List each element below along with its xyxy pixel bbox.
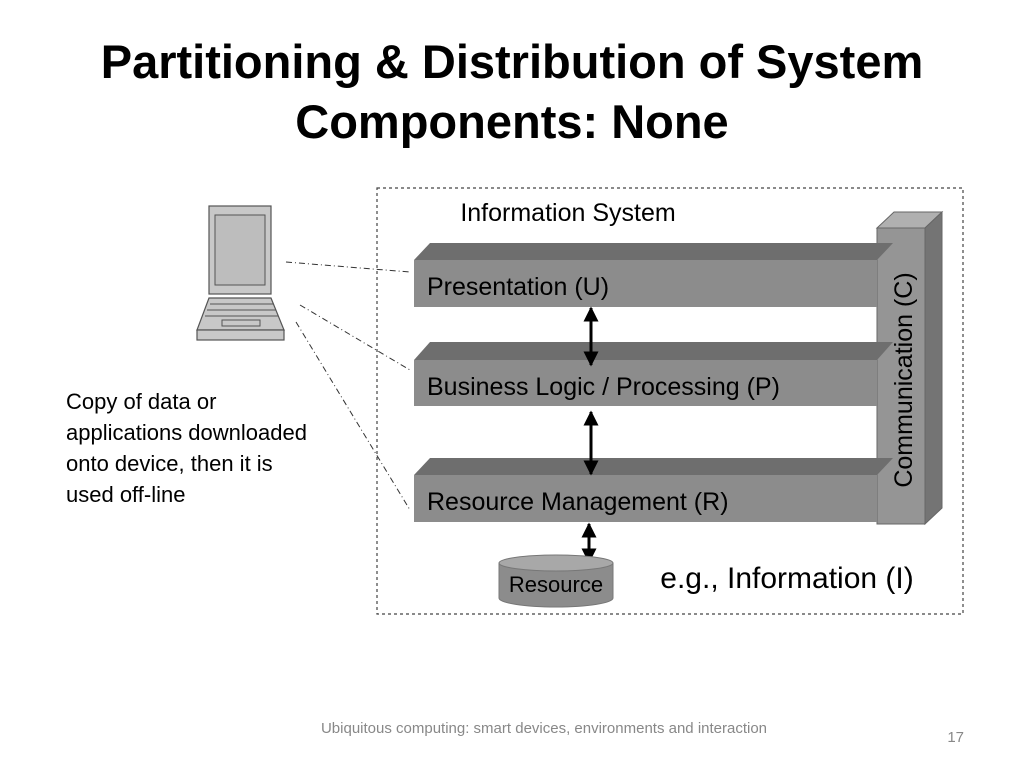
connector-line-presentation: [285, 261, 411, 273]
presentation-layer: Presentation (U): [414, 243, 893, 307]
system-boundary: [376, 187, 964, 615]
communication-bar: Communication (C): [875, 210, 944, 526]
business-logic-layer: Business Logic / Processing (P): [414, 342, 893, 406]
laptop-icon: [196, 205, 285, 341]
resource-cylinder: Resource: [498, 554, 614, 608]
example-label: e.g., Information (I): [660, 562, 913, 595]
slide-title: Partitioning & Distribution of System Co…: [0, 32, 1024, 152]
connector-lines: [285, 261, 411, 511]
presentation-label: Presentation (U): [427, 273, 609, 301]
business-logic-label: Business Logic / Processing (P): [427, 373, 780, 401]
resource-management-layer: Resource Management (R): [414, 458, 893, 522]
slide-footer: Ubiquitous computing: smart devices, env…: [320, 720, 768, 737]
title-line-1: Partitioning & Distribution of System: [100, 35, 924, 88]
communication-label: Communication (C): [890, 272, 918, 487]
page-number: 17: [947, 729, 964, 746]
connector-line-resource: [295, 321, 411, 511]
resource-management-label: Resource Management (R): [427, 488, 729, 516]
layer-arrows: [581, 306, 599, 564]
offline-note: Copy of data or applications downloaded …: [66, 389, 307, 507]
title-line-2: Components: None: [295, 95, 729, 148]
system-label: Information System: [460, 199, 675, 227]
connector-line-business: [299, 304, 411, 371]
resource-label: Resource: [509, 572, 603, 597]
